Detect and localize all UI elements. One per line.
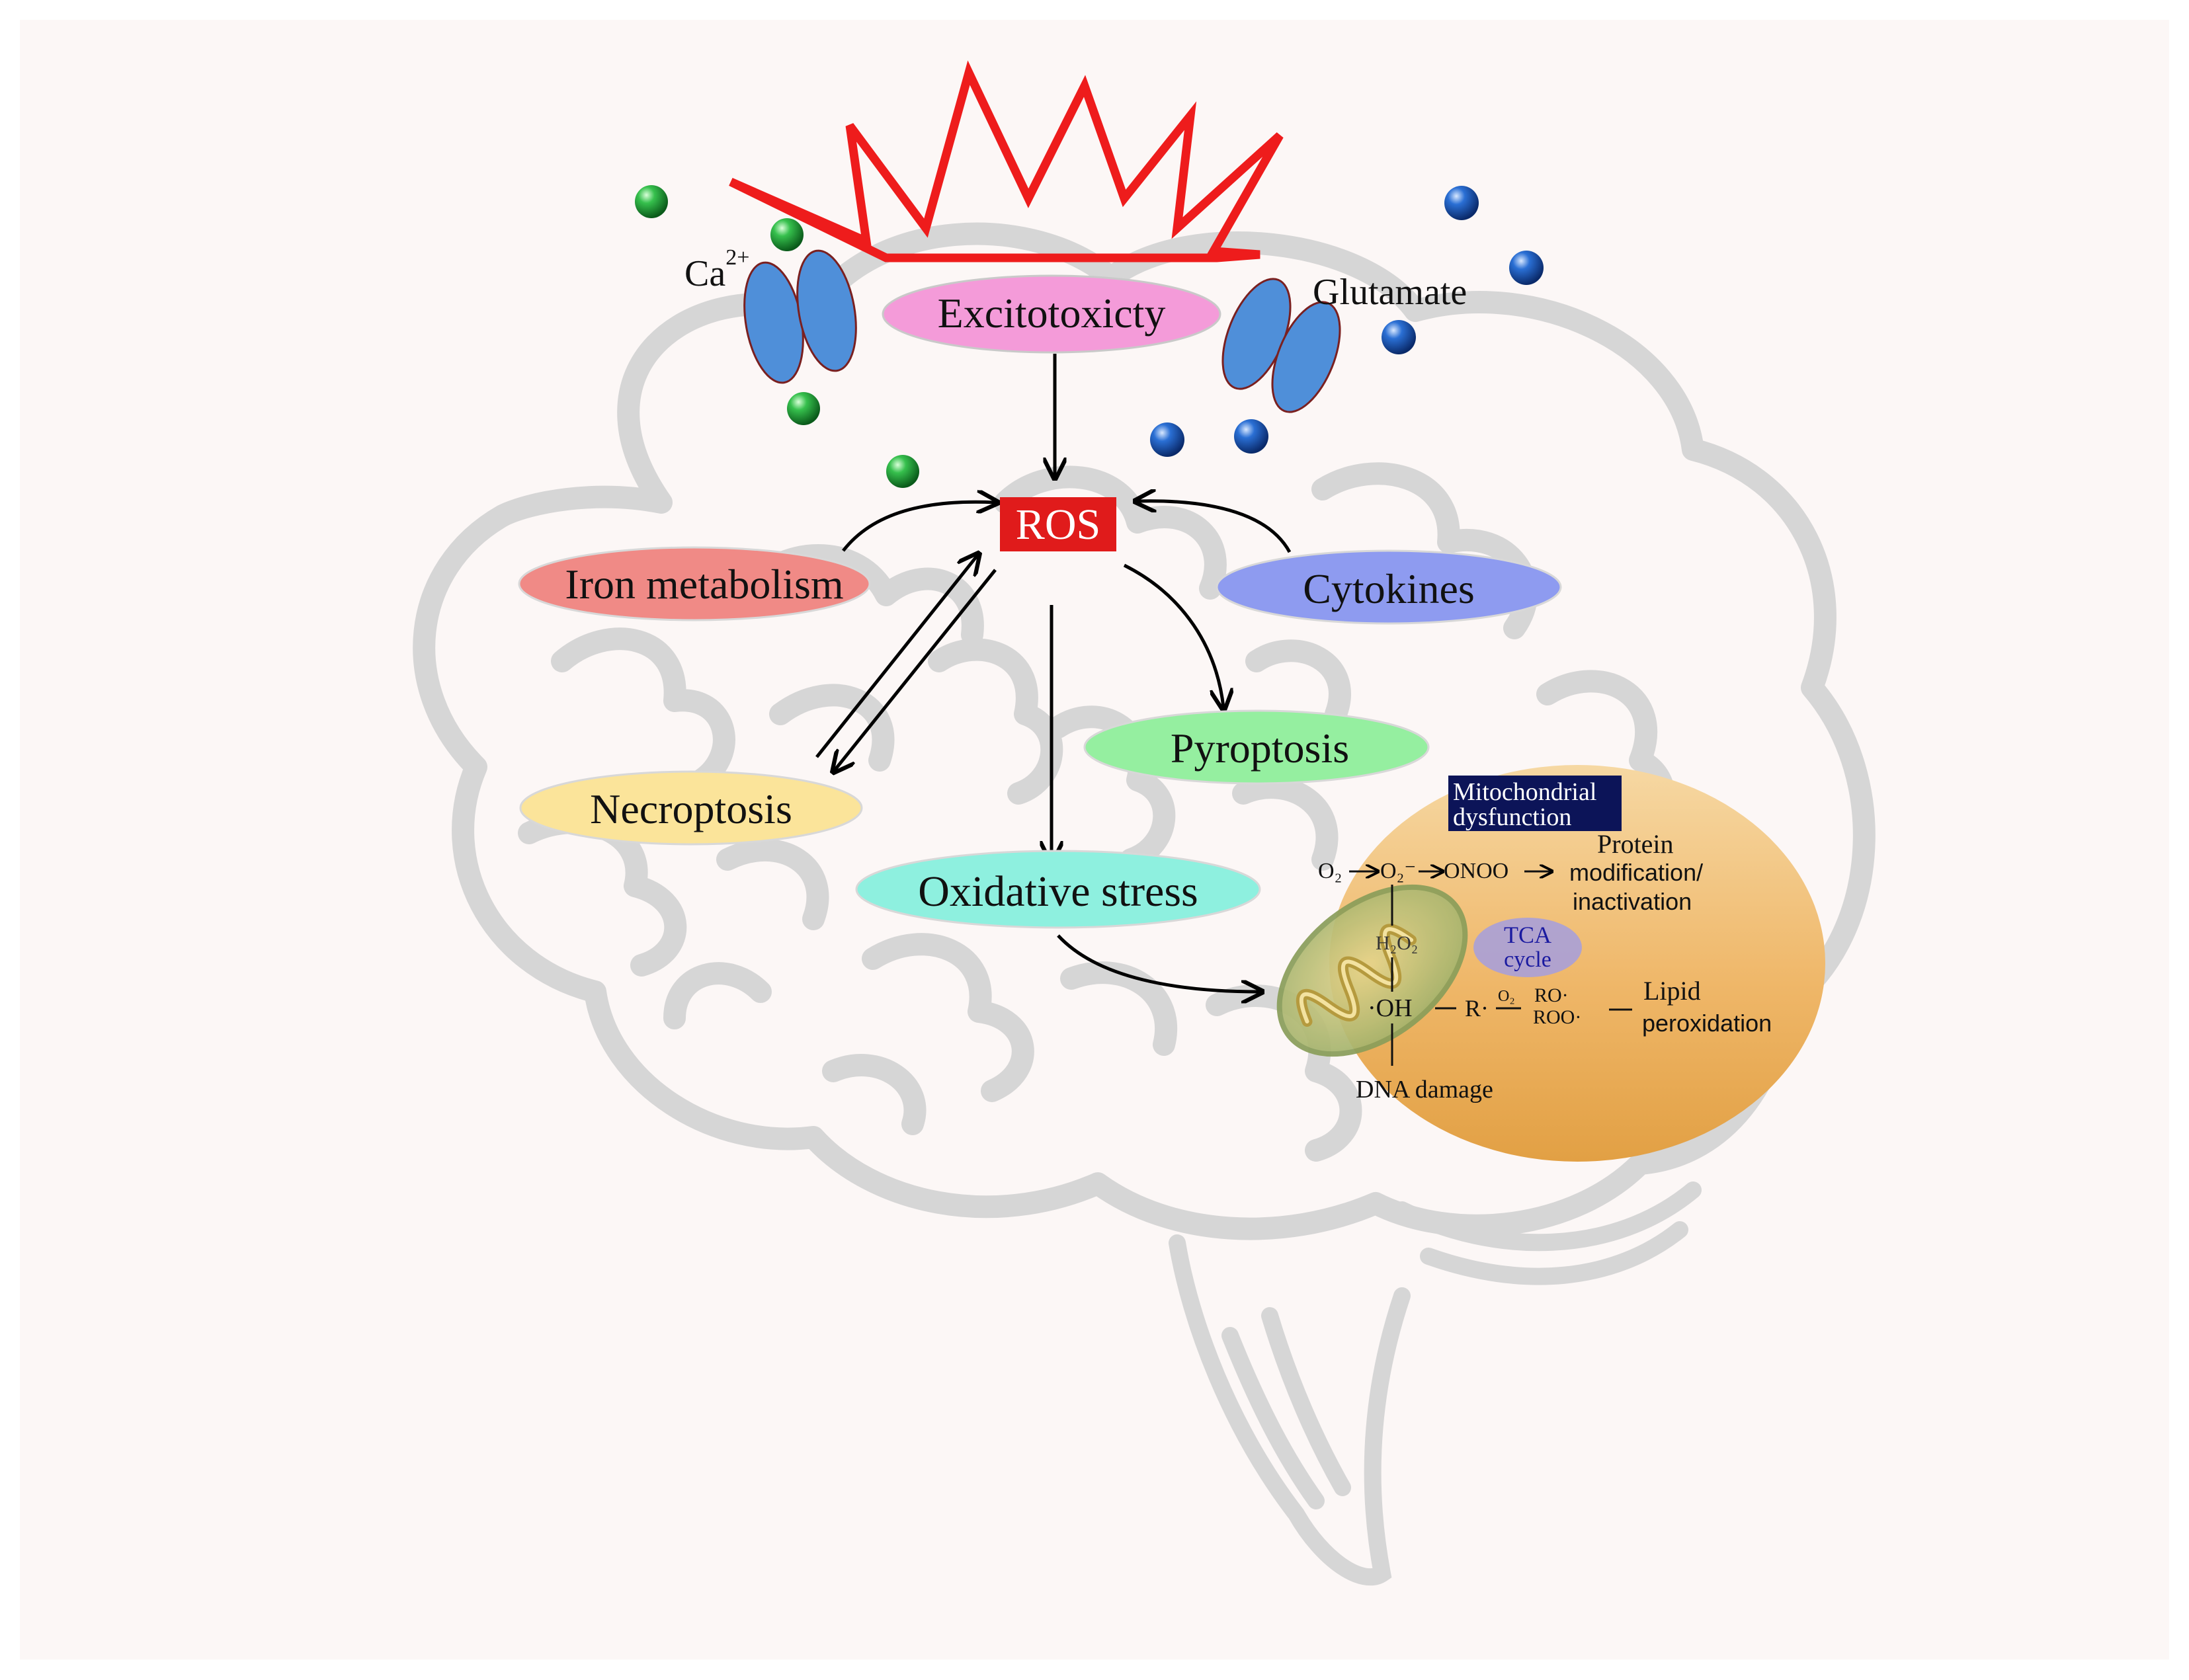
mito-panel-background — [1329, 765, 1825, 1162]
arrow-ros-to-necroptosis — [835, 569, 997, 770]
glutamate-molecules — [1150, 186, 1544, 457]
arrow-cytokines-to-ros — [1137, 501, 1292, 553]
protein-label-line3: inactivation — [1573, 888, 1692, 915]
protein-label-line2: modification/ — [1569, 859, 1703, 886]
ros-label: ROS — [1016, 500, 1100, 549]
cytokines-label: Cytokines — [1303, 565, 1475, 612]
excitotoxicity-node — [882, 274, 1221, 354]
glutamate-molecule-icon — [1234, 419, 1268, 454]
calcium-ion-icon — [886, 455, 919, 488]
tca-label-line2: cycle — [1504, 947, 1551, 972]
glutamate-molecule-icon — [1509, 251, 1544, 285]
onoo-label: ONOO — [1444, 859, 1508, 883]
calcium-ion-icon — [635, 185, 668, 218]
tca-label-line1: TCA — [1504, 922, 1551, 948]
glutamate-molecule-icon — [1150, 422, 1184, 457]
cytokines-node — [1216, 549, 1562, 625]
superoxide-label: O₂⁻ — [1380, 859, 1416, 883]
mito-panel: Mitochondrial dysfunction O₂ O₂⁻ ONOO Pr… — [1276, 765, 1825, 1162]
arrow-iron-to-ros — [842, 502, 995, 552]
roo-label: ROO· — [1533, 1006, 1581, 1028]
pyroptosis-label: Pyroptosis — [1171, 725, 1349, 772]
calcium-ions — [635, 185, 919, 488]
calcium-channel-icon — [743, 249, 857, 384]
glutamate-molecule-icon — [1444, 186, 1479, 220]
brain-stem — [1169, 1181, 1702, 1585]
dna-damage-label: DNA damage — [1356, 1076, 1493, 1103]
glutamate-receptor-icon — [1221, 278, 1341, 413]
protein-label-line1: Protein — [1597, 829, 1674, 859]
o2-label: O₂ — [1318, 859, 1342, 883]
calcium-ion-icon — [787, 392, 820, 425]
iron-metabolism-node — [518, 546, 871, 621]
o2-small-label: O₂ — [1498, 988, 1515, 1005]
necroptosis-label: Necroptosis — [590, 785, 792, 832]
oxidative-stress-node — [855, 850, 1261, 929]
lipid-label-line1: Lipid — [1643, 976, 1701, 1006]
ros-node — [1000, 497, 1116, 551]
oh-label: ·OH — [1368, 994, 1413, 1022]
excitotoxicity-label: Excitotoxicty — [938, 290, 1166, 337]
arrow-ros-to-pyroptosis — [1123, 563, 1223, 707]
pyroptosis-node — [1083, 709, 1430, 785]
iron-metabolism-label: Iron metabolism — [565, 561, 843, 608]
mito-title-line2: dysfunction — [1453, 803, 1571, 831]
oxidative-stress-label: Oxidative stress — [918, 867, 1198, 916]
necroptosis-node — [519, 770, 863, 846]
tca-cycle-node — [1473, 918, 1582, 977]
arrow-oxidative-to-mito — [1057, 934, 1260, 992]
calcium-label: Ca2+ — [684, 245, 749, 294]
ro-label: RO· — [1534, 984, 1569, 1006]
lipid-label-line2: peroxidation — [1642, 1010, 1772, 1037]
arrow-necroptosis-to-ros — [815, 555, 977, 758]
mito-title-box — [1448, 776, 1622, 831]
arrows — [815, 354, 1292, 992]
excitotoxicity-burst-icon — [729, 60, 1284, 262]
mito-title-line1: Mitochondrial — [1453, 778, 1596, 806]
glutamate-label: Glutamate — [1313, 272, 1467, 313]
h2o2-label: H₂O₂ — [1376, 932, 1418, 954]
r-radical-label: R· — [1465, 995, 1489, 1021]
mitochondrion-icon — [1276, 884, 1468, 1057]
calcium-ion-icon — [770, 218, 804, 251]
glutamate-molecule-icon — [1382, 320, 1416, 354]
